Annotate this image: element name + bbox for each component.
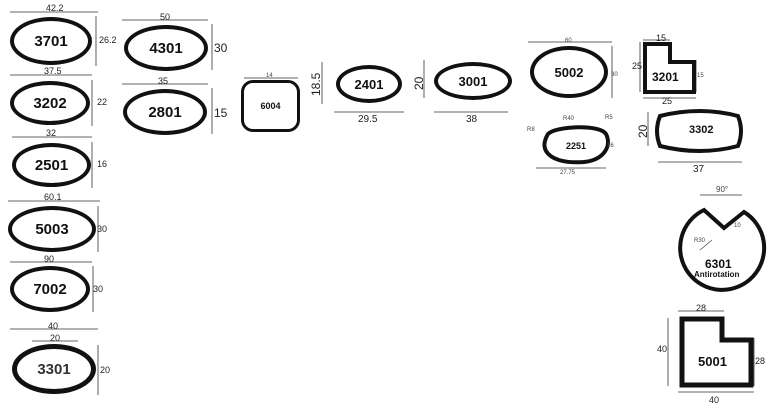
profile-2501: 2501 (12, 143, 91, 187)
profile-5001-code: 5001 (698, 354, 727, 369)
profile-2401-code: 2401 (354, 76, 384, 92)
profile-5002-width: 60 (565, 38, 572, 44)
profile-5001-top-width: 28 (696, 303, 707, 313)
profile-3201-width: 25 (662, 96, 673, 106)
profile-3701-height: 26.2 (99, 35, 117, 45)
profile-2251-code: 2251 (566, 141, 587, 151)
profile-5003-code: 5003 (35, 220, 69, 238)
profile-2251-height: 16 (607, 143, 614, 149)
profile-6301-angle: 90° (716, 185, 729, 194)
profile-2501-height: 16 (97, 159, 108, 169)
profile-2401: 2401 (336, 65, 402, 103)
profile-5003-height: 30 (97, 224, 108, 234)
profile-5001-right-height: 28 (755, 356, 766, 366)
profile-4301-height: 30 (214, 41, 228, 55)
profile-4301: 4301 (124, 25, 208, 71)
profile-7002-code: 7002 (33, 280, 67, 298)
profile-3202: 3202 (10, 81, 90, 125)
profile-6301-notch: 10 (734, 223, 741, 229)
profile-3302-code: 3302 (689, 124, 714, 136)
profile-2801-height: 15 (214, 106, 228, 120)
profile-2501-code: 2501 (34, 156, 69, 174)
profile-3301-code: 3301 (37, 360, 71, 378)
profile-6004-width: 14 (266, 73, 273, 79)
profile-2251-r40: R40 (563, 116, 575, 122)
profile-4301-width: 50 (160, 12, 171, 22)
profile-3201-code: 3201 (652, 70, 679, 84)
profile-5002-height: 30 (611, 72, 618, 78)
profile-3202-width: 37.5 (44, 66, 62, 76)
profile-6004-code: 6004 (260, 101, 281, 111)
profile-3701-width: 42.2 (46, 3, 64, 13)
profile-3301: 3301 (12, 344, 96, 394)
profile-3202-code: 3202 (33, 94, 67, 112)
profile-5002: 5002 (530, 46, 608, 98)
profile-2401-width: 29.5 (358, 114, 378, 125)
profile-3201-height: 25 (632, 61, 643, 71)
profile-3001: 3001 (434, 62, 512, 100)
profile-7002: 7002 (10, 266, 90, 312)
profile-3302-width: 37 (693, 164, 705, 175)
profile-2251-r8: R8 (527, 127, 535, 133)
profile-3301-inner-width: 20 (50, 333, 61, 343)
profile-2251-r5: R5 (605, 115, 613, 121)
profile-5003: 5003 (8, 206, 96, 252)
profile-3201-right-height: 15 (697, 73, 704, 79)
profile-6004: 6004 (241, 80, 300, 132)
profile-3001-width: 38 (466, 114, 478, 125)
profile-5001-height: 40 (657, 344, 668, 354)
profile-3301-height: 20 (100, 365, 111, 375)
profile-3202-height: 22 (97, 97, 108, 107)
profile-3701-code: 3701 (34, 32, 68, 50)
profile-7002-width: 90 (44, 254, 55, 264)
profile-6301-radius: R30 (694, 238, 706, 244)
profile-2801: 2801 (123, 89, 207, 135)
profile-3201-top-width: 15 (656, 33, 667, 43)
profile-3701: 3701 (10, 17, 92, 65)
profile-6301-code: 6301 (705, 257, 732, 271)
profile-2801-code: 2801 (148, 103, 182, 121)
profile-6301-sublabel: Antirotation (694, 270, 740, 279)
profile-5003-width: 60.1 (44, 192, 62, 202)
profile-4301-code: 4301 (149, 39, 183, 57)
profile-2251-width: 27.75 (560, 170, 576, 176)
profile-2501-width: 32 (46, 128, 57, 138)
profile-7002-height: 30 (93, 284, 104, 294)
profile-5001-width: 40 (709, 395, 720, 405)
profile-3301-width: 40 (48, 321, 59, 331)
profile-5002-code: 5002 (554, 64, 584, 80)
profile-2801-width: 35 (158, 76, 169, 86)
profile-3001-code: 3001 (458, 73, 488, 89)
